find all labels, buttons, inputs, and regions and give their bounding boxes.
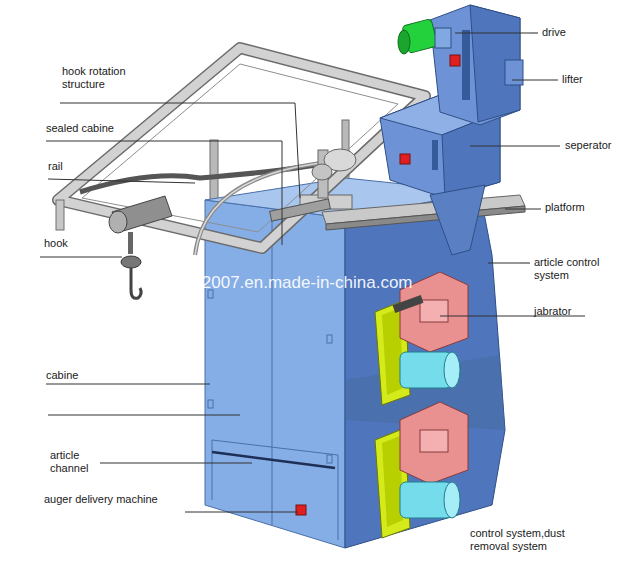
callout-label: platform bbox=[545, 201, 585, 214]
callout-label: article control system bbox=[534, 256, 624, 282]
callout-label: rail bbox=[48, 160, 63, 173]
callout-label: drive bbox=[542, 26, 566, 39]
callout-label: hook bbox=[44, 237, 68, 250]
callout-label: article channel bbox=[50, 449, 102, 475]
callout-label: seperator bbox=[565, 139, 611, 152]
callout-label: control system,dust removal system bbox=[470, 527, 585, 553]
callout-label: auger delivery machine bbox=[44, 493, 158, 506]
callout-label: jabrator bbox=[534, 305, 571, 318]
callout-label: hook rotation structure bbox=[62, 65, 144, 91]
callout-label: cabine bbox=[46, 369, 78, 382]
callout-label: lifter bbox=[562, 73, 583, 86]
watermark: j2007.en.made-in-china.com bbox=[198, 273, 413, 293]
callout-label: sealed cabine bbox=[46, 122, 114, 135]
